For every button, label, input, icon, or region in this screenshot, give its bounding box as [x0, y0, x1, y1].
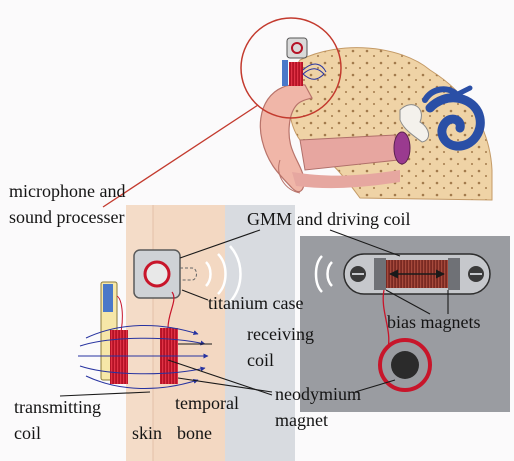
- eardrum: [394, 132, 410, 164]
- label-microphone-line1: microphone and: [9, 181, 125, 201]
- label-bias-magnets: bias magnets: [387, 312, 480, 332]
- magnifier-callout-line: [103, 105, 258, 207]
- label-titanium-case: titanium case: [208, 293, 303, 313]
- ear-anatomy-illustration: [103, 18, 492, 207]
- label-temporal-line2: bone: [177, 423, 212, 443]
- label-temporal-line1: temporal: [175, 393, 239, 413]
- label-receiving-line2: coil: [247, 350, 274, 370]
- bias-magnet-right: [448, 258, 460, 290]
- label-neodymium-line1: neodymium: [275, 384, 361, 404]
- bias-magnet-left: [374, 258, 386, 290]
- label-microphone-line2: sound processer: [9, 207, 124, 227]
- label-transmitting-line2: coil: [14, 423, 41, 443]
- label-neodymium-line2: magnet: [275, 410, 328, 430]
- label-receiving-line1: receiving: [247, 324, 314, 344]
- label-skin: skin: [132, 423, 162, 443]
- label-transmitting-line1: transmitting: [14, 397, 101, 417]
- neodymium-magnet-core: [391, 351, 419, 379]
- transmitting-coil-body: [110, 330, 128, 384]
- label-gmm-coil: GMM and driving coil: [247, 209, 411, 229]
